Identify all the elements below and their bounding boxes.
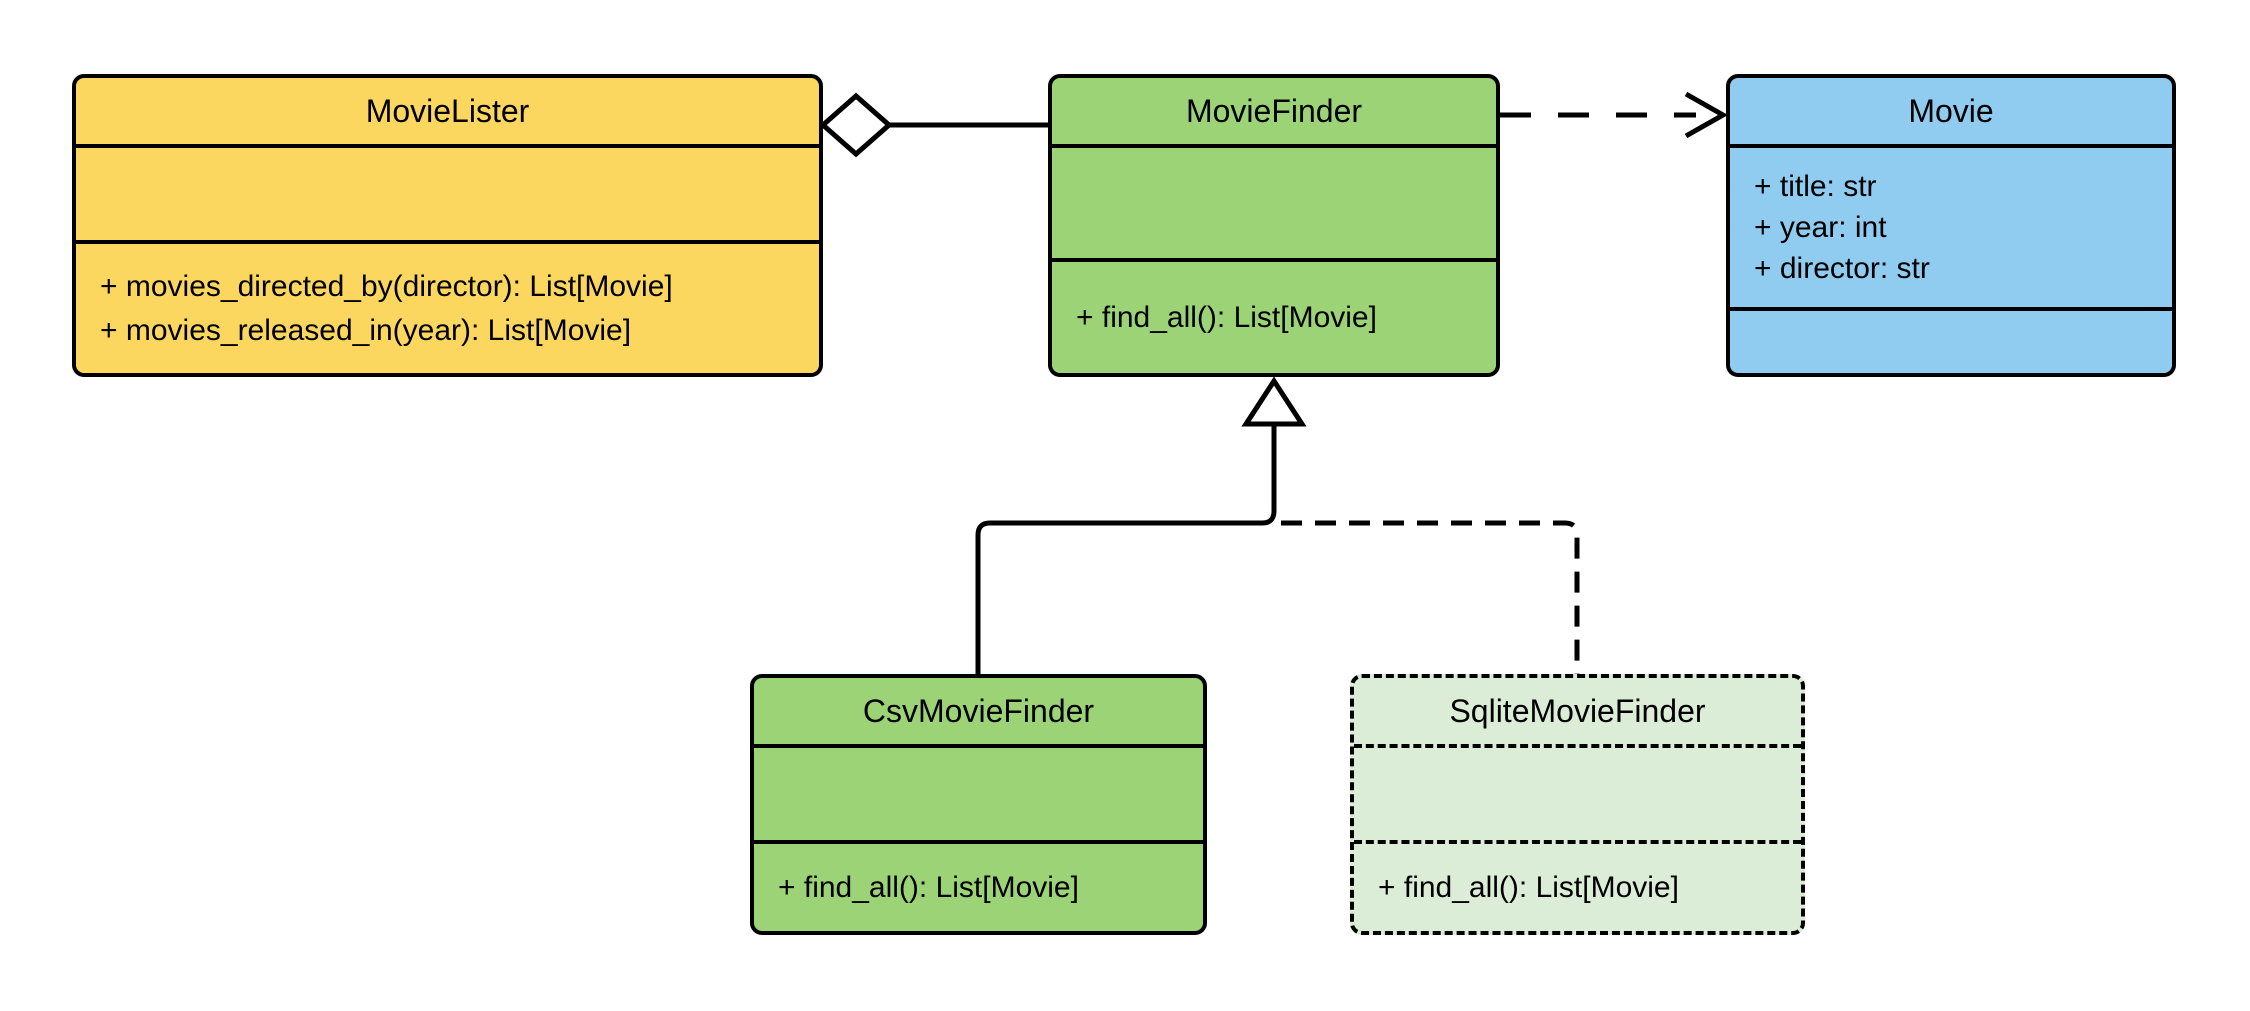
attributes-compartment — [1354, 744, 1801, 840]
attribute-row: + director: str — [1754, 252, 1930, 285]
class-name-moviefinder: MovieFinder — [1185, 92, 1363, 129]
methods-compartment: + find_all(): List[Movie] — [1354, 840, 1801, 931]
aggregation-connector — [819, 92, 1048, 158]
class-name-movie: Movie — [1908, 92, 1994, 129]
class-movie: Movie + title: str + year: int + directo… — [1726, 74, 2176, 377]
methods-compartment — [1730, 307, 2172, 373]
attribute-row: + year: int — [1754, 211, 1887, 244]
realization-dashed-line — [1281, 520, 1580, 676]
class-name-movielister: MovieLister — [365, 92, 530, 129]
realization-connector — [1281, 520, 1580, 676]
methods-compartment: + movies_directed_by(director): List[Mov… — [76, 240, 819, 373]
class-movielister: MovieLister + movies_directed_by(directo… — [72, 74, 823, 377]
attribute-row: + title: str — [1754, 170, 1877, 203]
attributes-compartment — [754, 744, 1203, 840]
method-row: + movies_released_in(year): List[Movie] — [100, 313, 632, 347]
generalization-connector — [975, 376, 1307, 676]
method-row: + movies_directed_by(director): List[Mov… — [100, 269, 673, 303]
class-sqlitemoviefinder: SqliteMovieFinder + find_all(): List[Mov… — [1350, 674, 1805, 935]
class-name-sqlitemoviefinder: SqliteMovieFinder — [1449, 692, 1706, 729]
attributes-compartment — [76, 144, 819, 240]
open-arrowhead-icon — [1684, 91, 1729, 139]
attributes-compartment — [1052, 144, 1496, 258]
method-row: + find_all(): List[Movie] — [1076, 300, 1377, 334]
methods-compartment: + find_all(): List[Movie] — [1052, 258, 1496, 373]
class-name-csvmoviefinder: CsvMovieFinder — [862, 692, 1095, 729]
hollow-diamond-icon — [819, 92, 893, 158]
hollow-triangle-icon — [1241, 376, 1307, 427]
class-csvmoviefinder: CsvMovieFinder + find_all(): List[Movie] — [750, 674, 1207, 935]
methods-compartment: + find_all(): List[Movie] — [754, 840, 1203, 931]
dependency-connector — [1500, 91, 1729, 139]
method-row: + find_all(): List[Movie] — [1378, 870, 1679, 904]
attributes-compartment: + title: str + year: int + director: str — [1730, 144, 2172, 307]
method-row: + find_all(): List[Movie] — [778, 870, 1079, 904]
generalization-line — [975, 424, 1277, 676]
class-moviefinder: MovieFinder + find_all(): List[Movie] — [1048, 74, 1500, 377]
